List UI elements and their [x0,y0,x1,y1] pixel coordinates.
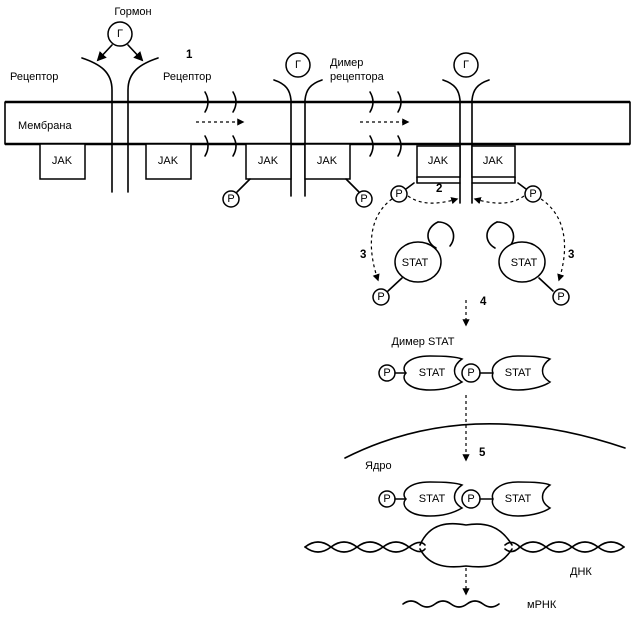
membrane-label: Мембрана [18,120,72,132]
nucleus-label: Ядро [365,460,392,472]
stat-dimer-label: Димер STAT [392,336,455,348]
stat-label-2: STAT [511,257,538,269]
mrna-label: мРНК [527,599,557,611]
phospho-2: P [360,193,367,205]
step-5: 5 [479,447,486,459]
jak-label-4: JAK [317,155,338,167]
activated-receptor-stage: Г JAK JAK P P STAT P STAT P [370,52,570,306]
stat-dimer: P STAT P STAT [378,355,552,391]
stat-label-6: STAT [505,493,532,505]
jak-label-2: JAK [158,155,179,167]
receptor-right-label: Рецептор [163,71,211,83]
jak-label-3: JAK [258,155,279,167]
mrna-strand [402,600,500,608]
stat-dimer-nucleus: P STAT P STAT [378,481,552,517]
receptor-dimer-stage: Г JAK JAK P P [222,52,373,208]
hormone-symbol-3: Г [463,59,469,71]
phospho-10: P [467,493,474,505]
stat-label-1: STAT [402,257,429,269]
step-2: 2 [436,183,442,195]
jak-label-5: JAK [428,155,449,167]
nuclear-envelope [344,423,626,459]
dimer-label-line2: рецептора [330,71,385,83]
phospho-8: P [467,367,474,379]
hormone-symbol-2: Г [295,59,301,71]
hormone-symbol-1: Г [117,28,123,40]
phospho-3: P [395,188,402,200]
receptor-left-label: Рецептор [10,71,58,83]
step-1: 1 [186,49,193,61]
phospho-1: P [227,193,234,205]
phospho-6: P [557,291,564,303]
hormone-label: Гормон [114,6,151,18]
receptor-left-stage: Г Гормон JAK JAK [39,6,192,193]
stat-label-4: STAT [505,367,532,379]
jak-label-1: JAK [52,155,73,167]
phospho-9: P [383,493,390,505]
dimer-label-line1: Димер [330,57,363,69]
dna-helix [304,522,625,568]
jak-label-6: JAK [483,155,504,167]
phospho-4: P [529,188,536,200]
step-3-right: 3 [568,249,574,261]
step-4: 4 [480,296,487,308]
phospho-5: P [377,291,384,303]
step-3-left: 3 [360,249,366,261]
stat-label-3: STAT [419,367,446,379]
dna-label: ДНК [570,566,592,578]
stat-label-5: STAT [419,493,446,505]
phospho-7: P [383,367,390,379]
